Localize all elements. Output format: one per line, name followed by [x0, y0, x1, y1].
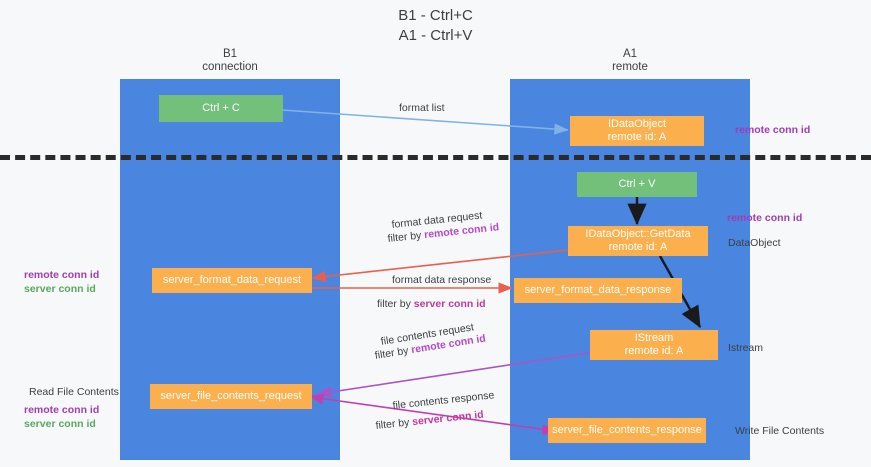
- annotation-left-server-conn-id-mid: server conn id: [24, 283, 96, 295]
- filter-key-server-conn-id-1: server conn id: [413, 298, 486, 310]
- annotation-left-server-conn-id-bottom: server conn id: [24, 418, 96, 430]
- filter-prefix-1: filter by: [387, 229, 425, 245]
- box-server-file-contents-request-label: server_file_contents_request: [160, 390, 302, 402]
- box-server-format-data-response-label: server_format_data_response: [524, 284, 672, 296]
- box-idataobject-getdata[interactable]: IDataObject::GetData remote id: A: [568, 226, 708, 256]
- box-idataobject[interactable]: IDataObject remote id: A: [570, 116, 704, 146]
- annotation-right-istream: Istream: [728, 342, 764, 354]
- title-line-1: B1 - Ctrl+C: [398, 7, 473, 24]
- filter-prefix-3: filter by: [374, 344, 413, 362]
- box-server-file-contents-response[interactable]: server_file_contents_response: [548, 418, 706, 443]
- annotation-right-dataobject: DataObject: [728, 237, 781, 249]
- box-idataobject-getdata-label: IDataObject::GetData remote id: A: [585, 228, 691, 253]
- column-header-a1: A1 remote: [510, 48, 750, 74]
- box-idataobject-label: IDataObject remote id: A: [607, 118, 667, 143]
- page-title: B1 - Ctrl+C A1 - Ctrl+V: [0, 6, 871, 46]
- edge-label-format-list: format list: [399, 102, 445, 114]
- box-ctrl-c[interactable]: Ctrl + C: [159, 95, 283, 122]
- phase-separator: [0, 155, 871, 160]
- annotation-left-read-file-contents: Read File Contents: [29, 386, 119, 398]
- box-server-format-data-request-label: server_format_data_request: [162, 274, 302, 286]
- box-ctrl-c-label: Ctrl + C: [202, 102, 240, 114]
- title-line-2: A1 - Ctrl+V: [398, 27, 473, 44]
- box-server-file-contents-request[interactable]: server_file_contents_request: [150, 384, 312, 409]
- annotation-right-write-file-contents: Write File Contents: [735, 425, 825, 437]
- column-header-b1-name: B1: [222, 48, 238, 60]
- filter-prefix-2: filter by: [377, 298, 414, 310]
- filter-key-server-conn-id-2: server conn id: [411, 408, 485, 429]
- filter-prefix-4: filter by: [375, 416, 413, 432]
- edge-label-format-data-response: format data response: [392, 274, 492, 286]
- box-server-format-data-request[interactable]: server_format_data_request: [152, 268, 312, 293]
- annotation-left-remote-conn-id-mid: remote conn id: [24, 269, 100, 281]
- annotation-right-remote-conn-id-mid: remote conn id: [727, 212, 803, 224]
- column-header-b1-role: connection: [202, 61, 258, 73]
- box-server-file-contents-response-label: server_file_contents_response: [552, 424, 702, 436]
- box-ctrl-v[interactable]: Ctrl + V: [577, 172, 697, 197]
- edge-label-format-data-response-filter: filter by server conn id: [377, 298, 486, 311]
- edge-label-file-contents-response-filter: filter by server conn id: [375, 409, 484, 433]
- annotation-left-remote-conn-id-bottom: remote conn id: [24, 404, 100, 416]
- annotation-right-remote-conn-id-top: remote conn id: [735, 124, 811, 136]
- box-ctrl-v-label: Ctrl + V: [618, 178, 656, 190]
- box-istream[interactable]: IStream remote id: A: [590, 330, 718, 360]
- column-header-a1-role: remote: [612, 61, 648, 73]
- column-header-b1: B1 connection: [120, 48, 340, 74]
- box-istream-label: IStream remote id: A: [624, 332, 684, 357]
- column-header-a1-name: A1: [622, 48, 638, 60]
- box-server-format-data-response[interactable]: server_format_data_response: [514, 278, 682, 303]
